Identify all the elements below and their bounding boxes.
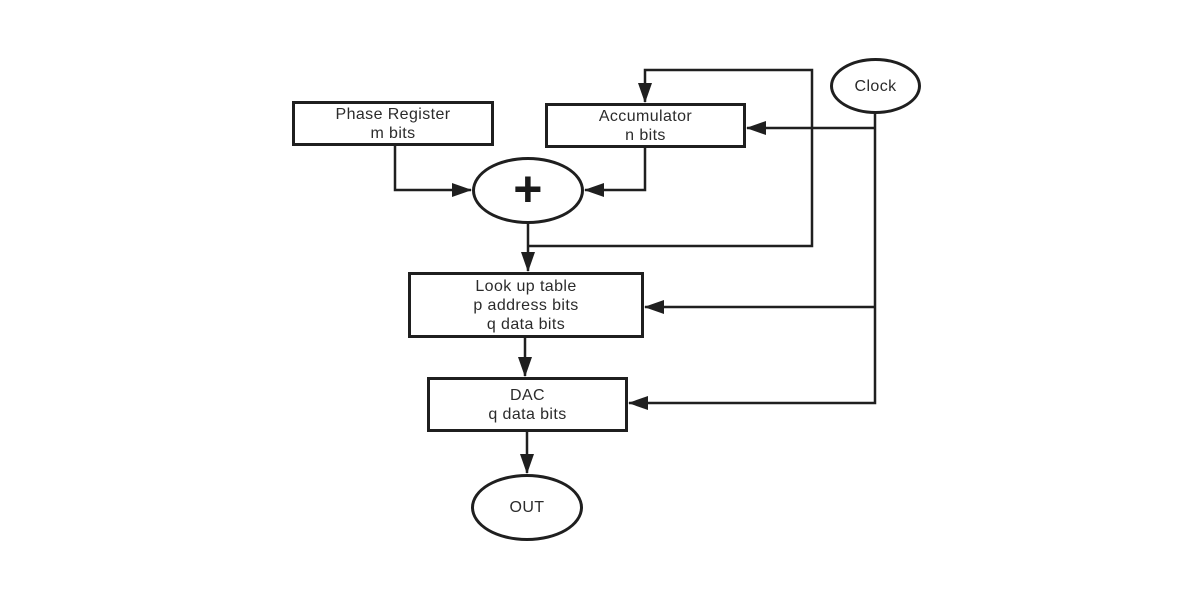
- out-label: OUT: [509, 499, 545, 516]
- phase-register-label-line2: m bits: [370, 124, 416, 142]
- phase-register-box: Phase Register m bits: [292, 101, 494, 146]
- plus-symbol: +: [513, 160, 543, 217]
- clock-label: Clock: [854, 77, 897, 95]
- dac-box: DAC q data bits: [427, 377, 628, 432]
- connector-accumulator-to-adder: [584, 148, 647, 197]
- phase-register-label-line1: Phase Register: [335, 105, 451, 123]
- dac-label-line1: DAC: [510, 386, 545, 404]
- connector-phase-register-to-adder: [393, 146, 472, 197]
- dac-label-line2: q data bits: [488, 405, 567, 423]
- connector-clock-to-dac: [628, 114, 877, 410]
- clock-node: Clock: [830, 58, 921, 114]
- lookup-table-box: Look up table p address bits q data bits: [408, 272, 644, 338]
- accumulator-label-line1: Accumulator: [598, 107, 693, 125]
- adder-node: +: [472, 157, 584, 224]
- accumulator-box: Accumulator n bits: [545, 103, 746, 148]
- lookup-table-label-line2: p address bits: [473, 296, 579, 314]
- connector-adder-feedback-to-accumulator: [528, 68, 814, 248]
- accumulator-label-line2: n bits: [625, 126, 666, 144]
- lookup-table-label-line1: Look up table: [475, 277, 577, 295]
- out-node: OUT: [471, 474, 583, 541]
- lookup-table-label-line3: q data bits: [486, 315, 566, 333]
